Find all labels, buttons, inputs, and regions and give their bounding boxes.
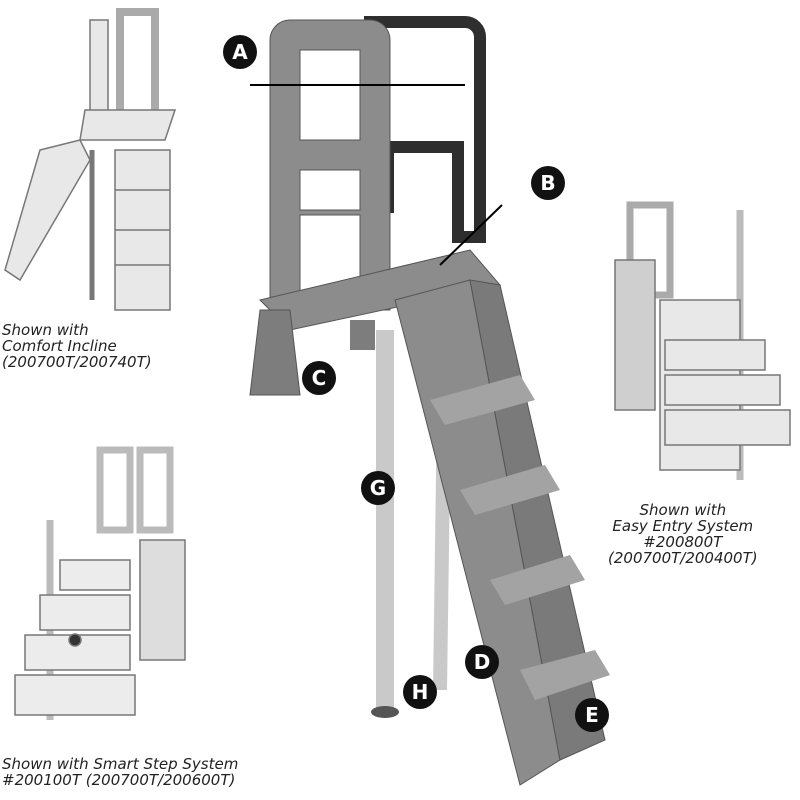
caption-easy-entry: Shown with Easy Entry System #200800T (2… [608,501,758,567]
main-ladder [249,16,610,786]
callout-e: E [575,698,609,732]
easy-entry-thumbnail [614,201,791,480]
caption-smart-step: Shown with Smart Step System #200100T (2… [2,755,239,789]
callout-c: C [302,361,336,395]
caption-comfort-incline: Shown with Comfort Incline (200700T/2007… [2,321,152,371]
callout-h: H [403,675,437,709]
comfort-incline-thumbnail [4,8,177,311]
callout-d: D [465,645,499,679]
callout-b: B [531,166,565,200]
callout-a: A [223,35,257,69]
callout-g: G [361,471,395,505]
smart-step-thumbnail [14,446,186,720]
